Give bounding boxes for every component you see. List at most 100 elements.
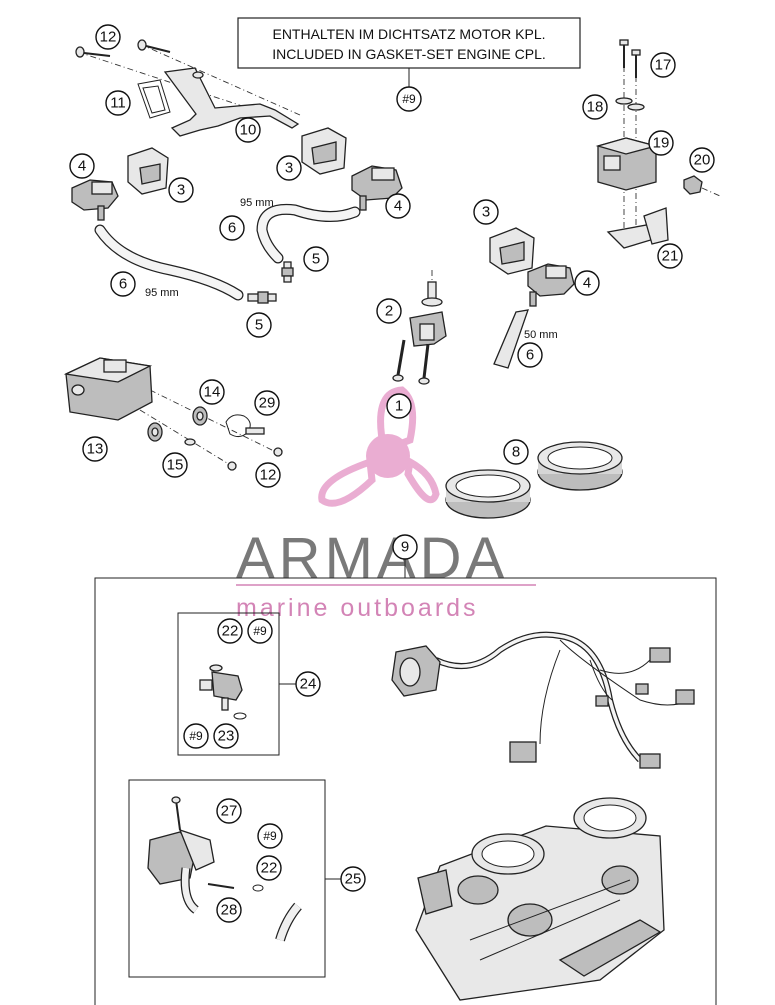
callout-20: 20 bbox=[689, 147, 715, 173]
valve-box bbox=[128, 779, 342, 978]
ecu-bracket-group bbox=[595, 39, 721, 249]
svg-text:13: 13 bbox=[87, 441, 104, 458]
ecu-part-13 bbox=[63, 357, 153, 421]
harness-connector-e bbox=[509, 741, 537, 763]
svg-text:#9: #9 bbox=[402, 92, 416, 106]
svg-text:8: 8 bbox=[512, 444, 520, 461]
svg-text:4: 4 bbox=[583, 275, 591, 292]
svg-text:15: 15 bbox=[167, 457, 184, 474]
callout-25: 25 bbox=[340, 866, 366, 892]
callout-5a: 5 bbox=[303, 246, 329, 272]
bracket-part-21 bbox=[606, 207, 669, 249]
throttle-sensor-part-2 bbox=[392, 270, 447, 385]
svg-text:6: 6 bbox=[526, 347, 534, 364]
svg-text:3: 3 bbox=[285, 160, 293, 177]
callout-12a: 12 bbox=[95, 24, 121, 50]
callout-14: 14 bbox=[199, 379, 225, 405]
callout-3a: 3 bbox=[168, 177, 194, 203]
hose-part-6-right bbox=[493, 309, 529, 369]
svg-text:9: 9 bbox=[401, 539, 409, 556]
svg-text:5: 5 bbox=[312, 251, 320, 268]
svg-text:19: 19 bbox=[653, 135, 670, 152]
callout-12b: 12 bbox=[255, 462, 281, 488]
clamp-part-29 bbox=[225, 414, 265, 438]
svg-text:22: 22 bbox=[222, 623, 239, 640]
svg-text:6: 6 bbox=[228, 220, 236, 237]
callout-2: 2 bbox=[376, 298, 402, 324]
grommet-part-15 bbox=[147, 422, 196, 446]
callout-6b: 6 bbox=[110, 271, 136, 297]
screws-part-12-lower bbox=[227, 447, 283, 471]
svg-text:3: 3 bbox=[482, 204, 490, 221]
svg-text:12: 12 bbox=[100, 29, 117, 46]
intake-rubber-part-8 bbox=[537, 441, 623, 491]
callout-8: 8 bbox=[503, 439, 529, 465]
svg-text:4: 4 bbox=[78, 158, 86, 175]
callout-27: 27 bbox=[216, 798, 242, 824]
harness-connector-c bbox=[595, 695, 609, 707]
callout-6a: 6 bbox=[219, 215, 245, 241]
module-part-19 bbox=[595, 137, 659, 191]
propeller-logo-icon bbox=[318, 386, 440, 507]
svg-text:28: 28 bbox=[221, 902, 238, 919]
svg-text:27: 27 bbox=[221, 803, 238, 820]
svg-text:1: 1 bbox=[395, 398, 403, 415]
harness-connector-b bbox=[675, 689, 695, 705]
callout-9-main: 9 bbox=[392, 534, 418, 560]
callout-5b: 5 bbox=[246, 312, 272, 338]
bracket-part-10 bbox=[163, 67, 300, 137]
callout-9-notice: #9 bbox=[396, 86, 422, 112]
injector-part-24 bbox=[199, 664, 243, 711]
hose-length-label-right: 50 mm bbox=[524, 329, 558, 341]
throttle-body-assembly bbox=[415, 797, 665, 1001]
grommet-part-14 bbox=[192, 406, 208, 426]
callout-17: 17 bbox=[650, 52, 676, 78]
callout-4b: 4 bbox=[385, 193, 411, 219]
watermark-brand: ARMADA bbox=[236, 526, 508, 591]
svg-text:12: 12 bbox=[260, 467, 277, 484]
bracket-assembly bbox=[75, 39, 301, 137]
svg-text:2: 2 bbox=[385, 303, 393, 320]
washers-part-18 bbox=[615, 97, 645, 111]
intake-rubber-part-9 bbox=[445, 469, 531, 519]
svg-text:10: 10 bbox=[240, 122, 257, 139]
callout-24: 24 bbox=[295, 671, 321, 697]
svg-text:29: 29 bbox=[259, 395, 276, 412]
callout-13: 13 bbox=[82, 436, 108, 462]
callout-15: 15 bbox=[162, 452, 188, 478]
svg-text:#9: #9 bbox=[189, 729, 203, 743]
sensor-group-right: 50 mm bbox=[489, 227, 575, 369]
svg-text:25: 25 bbox=[345, 871, 362, 888]
pressure-sensor-part-4-right bbox=[527, 263, 575, 307]
svg-text:11: 11 bbox=[110, 95, 126, 112]
callout-6c: 6 bbox=[517, 342, 543, 368]
svg-text:6: 6 bbox=[119, 276, 127, 293]
svg-text:20: 20 bbox=[694, 152, 711, 169]
svg-text:22: 22 bbox=[261, 860, 278, 877]
pressure-sensor-part-4 bbox=[71, 179, 119, 221]
retainer-part-11 bbox=[137, 79, 171, 119]
callout-1: 1 bbox=[386, 393, 412, 419]
svg-text:4: 4 bbox=[394, 198, 402, 215]
harness-connector-a bbox=[649, 647, 671, 663]
callout-29: 29 bbox=[254, 390, 280, 416]
callout-9-injector-bottom: #9 bbox=[183, 723, 209, 749]
sensor-group-middle: 95 mm bbox=[240, 127, 403, 283]
hose-part-6-middle bbox=[256, 203, 361, 264]
cover-part-3-middle bbox=[301, 127, 347, 175]
callout-22a: 22 bbox=[217, 618, 243, 644]
svg-text:#9: #9 bbox=[263, 829, 277, 843]
svg-text:23: 23 bbox=[218, 728, 235, 745]
callout-21: 21 bbox=[657, 243, 683, 269]
nipple-part-5-left bbox=[247, 291, 277, 304]
svg-text:5: 5 bbox=[255, 317, 263, 334]
callout-3c: 3 bbox=[473, 199, 499, 225]
watermark-tagline: marine outboards bbox=[236, 594, 479, 622]
nipple-part-5-middle bbox=[281, 261, 294, 283]
callout-9-injector-top: #9 bbox=[247, 618, 273, 644]
callout-28: 28 bbox=[216, 897, 242, 923]
injector-box bbox=[177, 612, 296, 756]
valve-part-25 bbox=[147, 796, 302, 942]
sensor-group-left: 95 mm bbox=[71, 147, 277, 304]
nut-part-20 bbox=[683, 175, 721, 197]
